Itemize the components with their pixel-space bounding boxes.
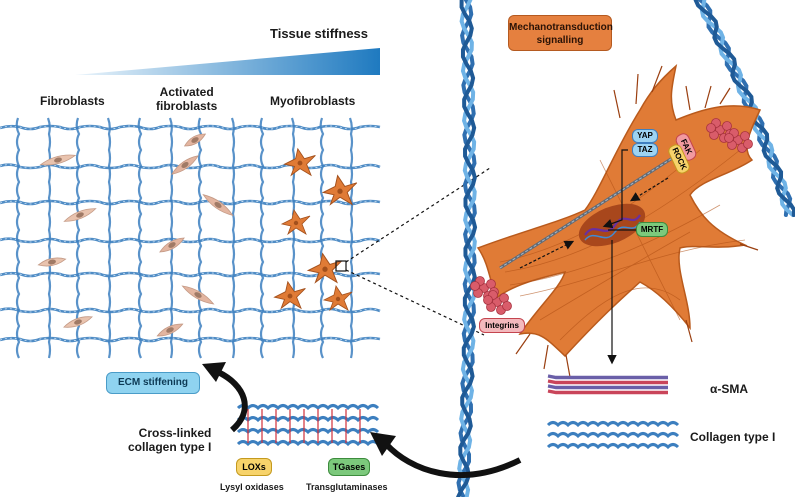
asma-filament <box>547 389 668 395</box>
crosslinked-strand <box>236 404 380 411</box>
collagen-strand <box>546 421 680 428</box>
taz-badge: TAZ <box>632 143 658 157</box>
ecm-mesh <box>0 117 381 359</box>
cell-layer <box>37 133 358 337</box>
zoom-connector-bottom <box>345 269 485 336</box>
collagen-strand <box>546 443 680 450</box>
stage-label-fibroblasts: Fibroblasts <box>40 94 105 108</box>
loxs-badge: LOXs <box>236 458 272 476</box>
mesh-fiber-v <box>230 117 236 359</box>
myofibroblast-cell <box>306 252 343 284</box>
transglutaminases-label: Transglutaminases <box>306 482 388 492</box>
integrin-cluster-left-2 <box>483 290 512 315</box>
mesh-fiber-v <box>168 117 174 359</box>
asma-filament <box>547 384 668 390</box>
myofibroblast-cell <box>321 174 358 206</box>
mesh-fiber-h <box>0 336 381 343</box>
collagen-type-i-fibers <box>546 421 680 450</box>
mrtf-badge: MRTF <box>636 222 668 237</box>
crosslinked-strand <box>236 416 380 423</box>
myofibroblast-cell <box>283 147 316 177</box>
integrin-cluster-right-2 <box>724 128 753 153</box>
stage-label-activated-fibroblasts: Activated fibroblasts <box>156 85 218 113</box>
myofibroblast-cell <box>280 208 311 236</box>
yap-badge: YAP <box>632 129 658 143</box>
asma-filament <box>547 379 668 385</box>
myofibroblast-cell <box>322 284 353 312</box>
fibroblast-cell <box>37 257 67 267</box>
mechanotransduction-badge: Mechanotransduction signalling <box>508 15 613 51</box>
mesh-fiber-v <box>75 117 81 359</box>
stage-label-myofibroblasts: Myofibroblasts <box>270 94 356 108</box>
crosslinked-collagen-fibers <box>236 404 380 447</box>
fibroblast-cell <box>63 316 93 328</box>
crosslinked-strand <box>236 440 380 447</box>
alpha-sma-label: α-SMA <box>710 382 749 396</box>
alpha-sma-bundle <box>547 374 668 395</box>
mesh-fiber-h <box>0 237 381 244</box>
mesh-fiber-v <box>290 117 296 359</box>
crosslinked-collagen-label: Cross-linked collagen type I <box>128 426 212 454</box>
ecm-stiffening-badge: ECM stiffening <box>106 372 200 394</box>
collagen-type-i-label: Collagen type I <box>690 430 776 444</box>
fibroblast-cell <box>39 154 77 166</box>
mesh-fiber-v <box>348 117 354 359</box>
activated-fibroblast-cell <box>181 285 215 305</box>
mesh-fiber-v <box>259 117 265 359</box>
zoom-connector-top <box>345 167 491 263</box>
asma-filament <box>547 374 668 380</box>
activated-fibroblast-cell <box>202 194 234 216</box>
tissue-stiffness-label: Tissue stiffness <box>270 26 369 41</box>
collagen-fibers-large <box>456 0 795 499</box>
lysyl-oxidases-label: Lysyl oxidases <box>220 482 284 492</box>
mesh-fiber-h <box>0 307 381 314</box>
integrins-badge: Integrins <box>479 318 525 333</box>
fibroblast-cell <box>63 208 97 222</box>
tgases-badge: TGases <box>328 458 370 476</box>
mesh-fiber-v <box>106 117 112 359</box>
mesh-fiber-v <box>197 117 203 359</box>
mesh-fiber-v <box>319 117 325 359</box>
stiffness-gradient-wedge <box>75 48 380 75</box>
activated-fibroblast-cell <box>171 155 199 175</box>
integrin-clusters <box>470 118 753 315</box>
collagen-fiber-left <box>456 0 478 499</box>
mesh-fiber-h <box>0 199 381 206</box>
crosslinked-strand <box>236 428 380 435</box>
zoom-box <box>335 260 347 272</box>
collagen-strand <box>546 432 680 439</box>
mesh-fiber-v <box>137 117 143 359</box>
curved-arrow-to-crosslinked <box>383 441 522 478</box>
mesh-fiber-v <box>15 117 21 359</box>
mesh-fiber-v <box>46 117 52 359</box>
mesh-fiber-h <box>0 124 381 131</box>
curved-arrow-head-ecm <box>202 362 226 382</box>
myofibroblast-cell <box>273 280 306 310</box>
activated-fibroblast-cell <box>183 133 207 147</box>
activated-fibroblast-cell <box>159 237 185 253</box>
activated-fibroblast-cell <box>156 323 184 337</box>
curved-arrow-head-crosslinked <box>370 432 396 456</box>
curved-arrow-to-ecm <box>216 369 248 433</box>
mesh-fiber-h <box>0 163 381 170</box>
